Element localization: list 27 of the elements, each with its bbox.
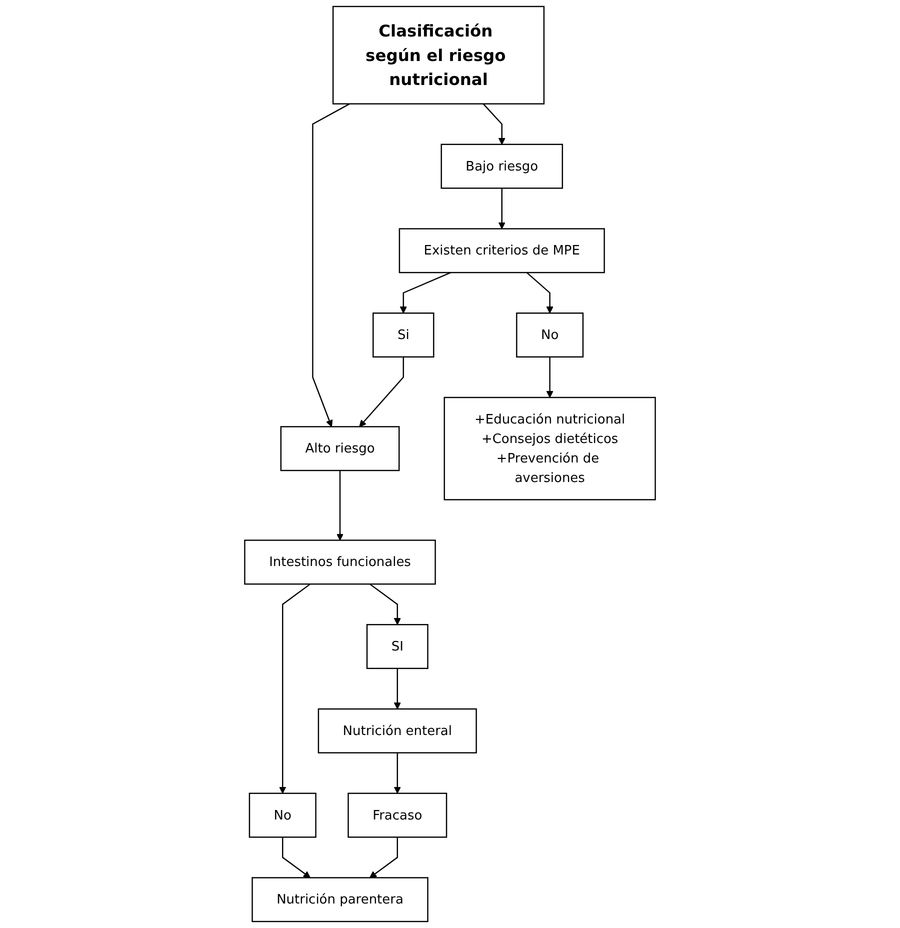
- arrow: [312, 103, 350, 427]
- node-box: No: [248, 792, 316, 838]
- arrow: [394, 668, 401, 710]
- arrow: [279, 584, 311, 794]
- arrow: [336, 470, 344, 541]
- arrow: [526, 272, 554, 314]
- arrow: [369, 837, 398, 878]
- node-box: Bajo riesgo: [440, 144, 564, 189]
- node-box: Clasificación según el riesgo nutricional: [332, 6, 545, 104]
- arrow: [394, 752, 401, 794]
- arrow: [400, 272, 451, 314]
- node-box: Alto riesgo: [280, 426, 400, 472]
- node-box: No: [516, 312, 584, 358]
- arrow: [369, 584, 401, 625]
- arrow: [482, 103, 506, 145]
- arrow: [359, 356, 404, 427]
- node-box: Fracaso: [348, 792, 448, 838]
- node-box: Intestinos funcionales: [244, 540, 436, 585]
- arrow: [282, 837, 311, 878]
- node-box: SI: [366, 624, 428, 670]
- node-box: +Educación nutricional +Consejos dietéticos +Prevención de aversiones: [444, 396, 656, 500]
- arrow: [498, 188, 506, 230]
- arrow: [546, 356, 554, 398]
- node-box: Nutrición enteral: [318, 708, 477, 754]
- node-box: Si: [372, 312, 434, 358]
- node-box: Existen criterios de MPE: [398, 228, 605, 274]
- node-box: Nutrición parentera: [252, 877, 428, 922]
